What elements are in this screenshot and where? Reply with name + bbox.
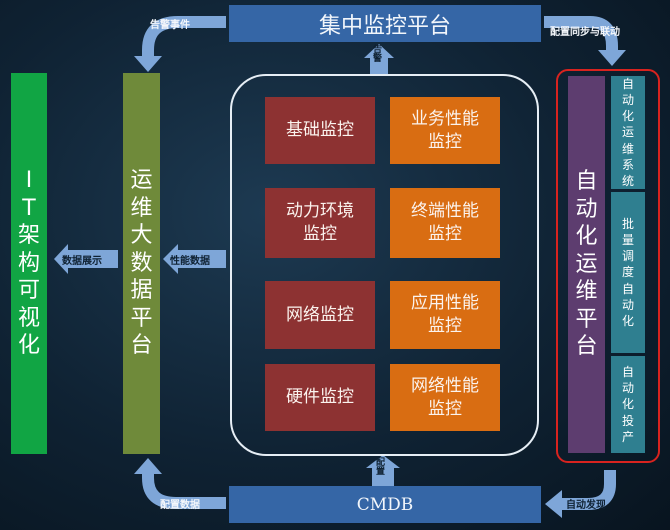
cmdb-label: CMDB: [356, 494, 414, 515]
auto-deployment-box: 自 动 化 投 产: [611, 356, 645, 453]
auto-ops-system-box: 自 动 化 运 维 系 统: [611, 76, 645, 189]
sub-char: 化: [621, 313, 634, 328]
bigdata-char: 平: [130, 305, 153, 331]
auto-char: 运: [575, 251, 598, 277]
auto-char: 化: [575, 224, 598, 250]
sub-char: 自: [621, 76, 634, 91]
auto-char: 台: [575, 334, 598, 360]
module-tile: 硬件监控: [265, 364, 375, 431]
sub-char: 维: [621, 141, 634, 156]
top-platform-bar: 集中监控平台: [229, 5, 541, 42]
module-tile: 应用性能监控: [390, 281, 500, 349]
arrow-alarm-event: [134, 16, 226, 72]
bigdata-char: 台: [130, 333, 153, 359]
it-visual-char: 可: [17, 278, 40, 304]
module-tile: 动力环境监控: [265, 188, 375, 258]
module-label: 动力环境监控: [286, 201, 354, 244]
module-label: 网络监控: [286, 304, 354, 325]
top-platform-label: 集中监控平台: [318, 13, 451, 39]
bigdata-char: 大: [130, 223, 153, 249]
arrow-config-data: [134, 458, 226, 509]
module-tile: 业务性能监控: [390, 97, 500, 164]
module-label: 应用性能监控: [411, 293, 479, 336]
auto-char: 平: [575, 306, 598, 332]
sub-char: 动: [621, 381, 634, 396]
module-label: 基础监控: [286, 120, 354, 141]
cmdb-bar: CMDB: [229, 486, 541, 523]
auto-char: 维: [575, 279, 598, 305]
flow-label-config-up: 配置: [376, 458, 386, 478]
sub-char: 动: [621, 93, 634, 108]
flow-label-alarm-up: 告警: [373, 45, 383, 65]
sub-char: 统: [621, 173, 634, 188]
sub-char: 动: [621, 297, 634, 312]
sub-char: 化: [621, 397, 634, 412]
bigdata-char: 数: [130, 250, 153, 276]
flow-label-alarm-event: 告警事件: [150, 20, 190, 31]
bigdata-char: 据: [130, 278, 153, 304]
sub-char: 度: [621, 265, 634, 280]
sub-char: 调: [621, 249, 634, 264]
bigdata-char: 运: [130, 168, 153, 194]
sub-char: 产: [621, 429, 634, 444]
flow-label-data-display: 数据展示: [62, 256, 102, 267]
auto-char: 动: [575, 196, 598, 222]
bigdata-platform-column: 运 维 大 数 据 平 台: [123, 73, 160, 454]
it-visual-char: 化: [17, 333, 40, 359]
module-tile: 网络监控: [265, 281, 375, 349]
it-visual-char: T: [22, 195, 36, 221]
flow-label-perf-data: 性能数据: [170, 256, 210, 267]
automation-group-frame: [556, 69, 660, 463]
it-visual-char: 视: [17, 305, 40, 331]
batch-scheduling-box: 批 量 调 度 自 动 化: [611, 192, 645, 353]
flow-label-auto-discovery: 自动发现: [566, 500, 606, 511]
flow-label-config-sync: 配置同步与联动: [550, 27, 620, 38]
flow-label-config-data: 配置数据: [160, 500, 200, 511]
sub-char: 量: [621, 233, 634, 248]
arrow-alarm-up: [364, 44, 394, 74]
automation-platform-column: 自 动 化 运 维 平 台: [568, 76, 605, 453]
module-label: 网络性能监控: [411, 375, 479, 419]
arrow-config-up: [366, 455, 400, 486]
monitoring-modules-frame: [230, 74, 539, 456]
module-tile: 基础监控: [265, 97, 375, 164]
module-tile: 网络性能监控: [390, 364, 500, 431]
bigdata-char: 维: [130, 195, 153, 221]
arrow-perf-data: [163, 244, 226, 274]
module-label: 终端性能监控: [411, 201, 479, 244]
arrow-data-display: [54, 244, 118, 274]
module-label: 硬件监控: [286, 387, 354, 408]
auto-char: 自: [575, 169, 598, 195]
arrow-config-sync: [544, 16, 626, 66]
it-visual-char: I: [25, 168, 33, 194]
sub-char: 系: [621, 157, 634, 172]
sub-char: 投: [621, 413, 634, 428]
it-visual-char: 架: [17, 223, 40, 249]
arrow-auto-discovery: [545, 470, 616, 518]
module-label: 业务性能监控: [411, 108, 479, 152]
it-visual-column: I T 架 构 可 视 化: [11, 73, 47, 454]
it-visual-char: 构: [17, 250, 40, 276]
sub-char: 运: [621, 125, 634, 140]
module-tile: 终端性能监控: [390, 188, 500, 258]
sub-char: 化: [621, 109, 634, 124]
sub-char: 自: [621, 281, 634, 296]
sub-char: 自: [621, 365, 634, 380]
sub-char: 批: [621, 216, 634, 231]
